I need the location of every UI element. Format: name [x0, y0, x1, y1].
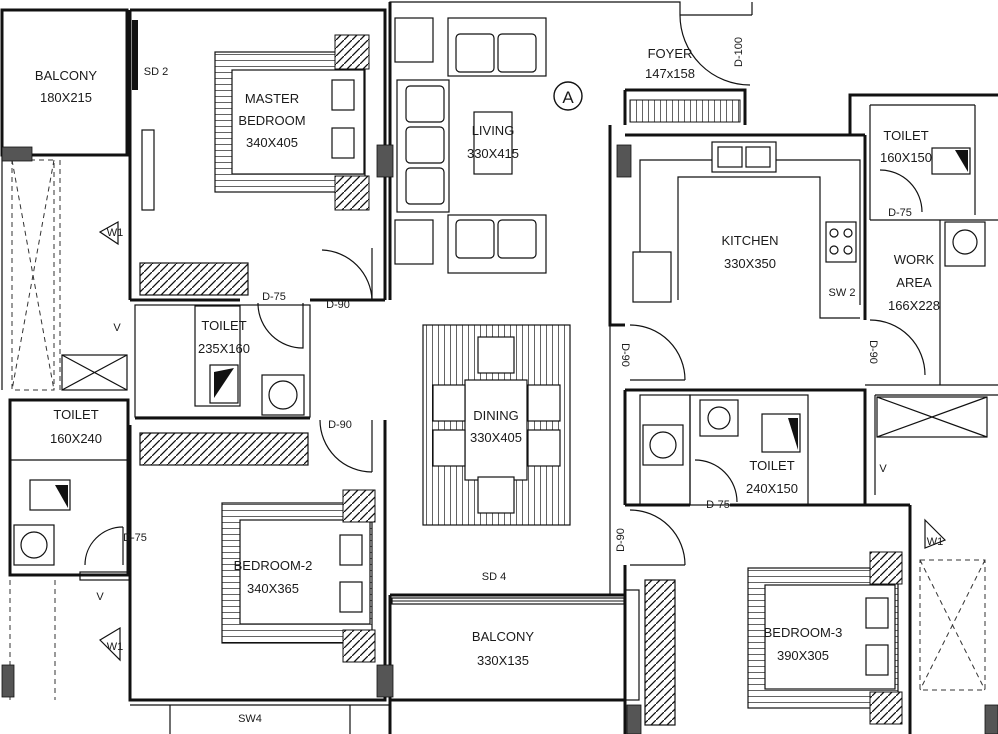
tag-d75-toilet-r: D-75	[706, 499, 730, 511]
master-size: 340X405	[246, 135, 298, 150]
balcony1-name: BALCONY	[35, 68, 97, 83]
toilet-c-name: TOILET	[201, 318, 246, 333]
living-name: LIVING	[472, 123, 515, 138]
tag-d90-bedroom3: D-90	[615, 528, 627, 552]
tag-w1-right: W1	[927, 536, 944, 548]
toilet-r-name: TOILET	[749, 458, 794, 473]
balcony2-size: 330X135	[477, 653, 529, 668]
opening-tags: SD 2 SD 4 SW 2 SW4 D-75 D-75 D-75 D-75 D…	[96, 37, 943, 725]
tag-sw2: SW 2	[829, 287, 856, 299]
master-bed	[214, 34, 370, 211]
tag-d75-toilet-l: D-75	[123, 532, 147, 544]
toilet-l-size: 160X240	[50, 431, 102, 446]
kitchen-size: 330X350	[724, 256, 776, 271]
section-marker-label: A	[562, 88, 574, 107]
kitchen-name: KITCHEN	[721, 233, 778, 248]
toilet-tr-name: TOILET	[883, 128, 928, 143]
tag-w1-left: W1	[107, 227, 124, 239]
tag-v-right: V	[879, 463, 887, 475]
bedroom2-name: BEDROOM-2	[234, 558, 313, 573]
master-name2: BEDROOM	[238, 113, 305, 128]
living-furniture	[394, 17, 547, 274]
dining-name: DINING	[473, 408, 519, 423]
foyer-name: FOYER	[648, 46, 693, 61]
tag-d100: D-100	[733, 37, 745, 67]
tag-sd4: SD 4	[482, 571, 506, 583]
section-marker	[553, 81, 583, 111]
balcony1-size: 180X215	[40, 90, 92, 105]
tag-d75-toilet-tr: D-75	[888, 207, 912, 219]
bedroom2-size: 340X365	[247, 581, 299, 596]
dining-size: 330X405	[470, 430, 522, 445]
balcony2-name: BALCONY	[472, 629, 534, 644]
tag-d90-bedroom2: D-90	[328, 419, 352, 431]
work-name: WORK	[894, 252, 935, 267]
columns	[1, 144, 998, 734]
tag-d75-toilet-c: D-75	[262, 291, 286, 303]
kitchen-fixtures	[632, 141, 986, 319]
tag-sw4: SW4	[238, 713, 262, 725]
foyer-size: 147x158	[645, 66, 695, 81]
bedroom3-size: 390X305	[777, 648, 829, 663]
toilet-fixtures	[13, 147, 971, 566]
toilet-c-size: 235X160	[198, 341, 250, 356]
tag-sd2: SD 2	[144, 66, 168, 78]
windows	[79, 20, 741, 701]
toilet-r-size: 240X150	[746, 481, 798, 496]
tag-v-bottom: V	[96, 591, 104, 603]
tag-v-left: V	[113, 322, 121, 334]
work-name2: AREA	[896, 275, 932, 290]
bedroom2-bed	[221, 489, 376, 663]
tag-w1-bottom: W1	[107, 641, 124, 653]
dashed-areas	[9, 159, 988, 700]
toilet-tr-size: 160X150	[880, 150, 932, 165]
tag-d90-master: D-90	[326, 299, 350, 311]
tag-d90-kitchen: D-90	[619, 343, 631, 367]
living-size: 330X415	[467, 146, 519, 161]
door-swings	[84, 14, 947, 662]
dining-table	[422, 324, 571, 526]
bedroom3-bed	[747, 551, 903, 725]
wardrobes	[139, 262, 676, 726]
tag-d90-work: D-90	[867, 340, 879, 364]
toilet-l-name: TOILET	[53, 407, 98, 422]
room-labels: BALCONY 180X215 MASTER BEDROOM 340X405 L…	[35, 46, 940, 668]
master-name: MASTER	[245, 91, 299, 106]
bedroom3-name: BEDROOM-3	[764, 625, 843, 640]
work-size: 166X228	[888, 298, 940, 313]
